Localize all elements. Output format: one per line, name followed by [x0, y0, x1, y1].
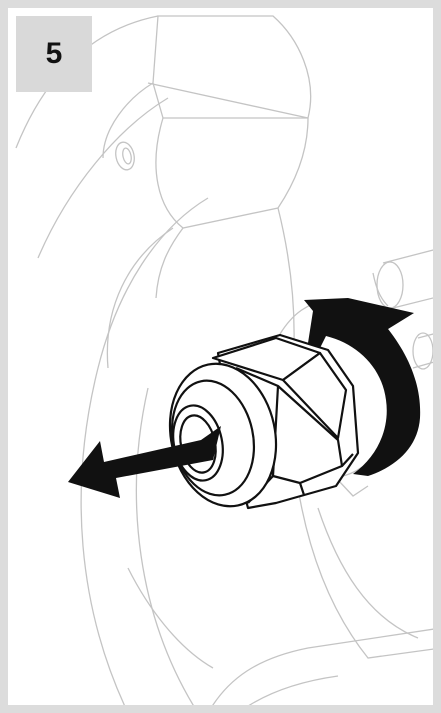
hex-nut — [168, 333, 360, 510]
step-number: 5 — [45, 37, 63, 70]
rotate-arrow-icon — [304, 298, 421, 476]
pull-arrow-icon — [68, 426, 221, 498]
assembly-illustration — [15, 15, 433, 705]
step-badge: 5 — [16, 16, 92, 92]
